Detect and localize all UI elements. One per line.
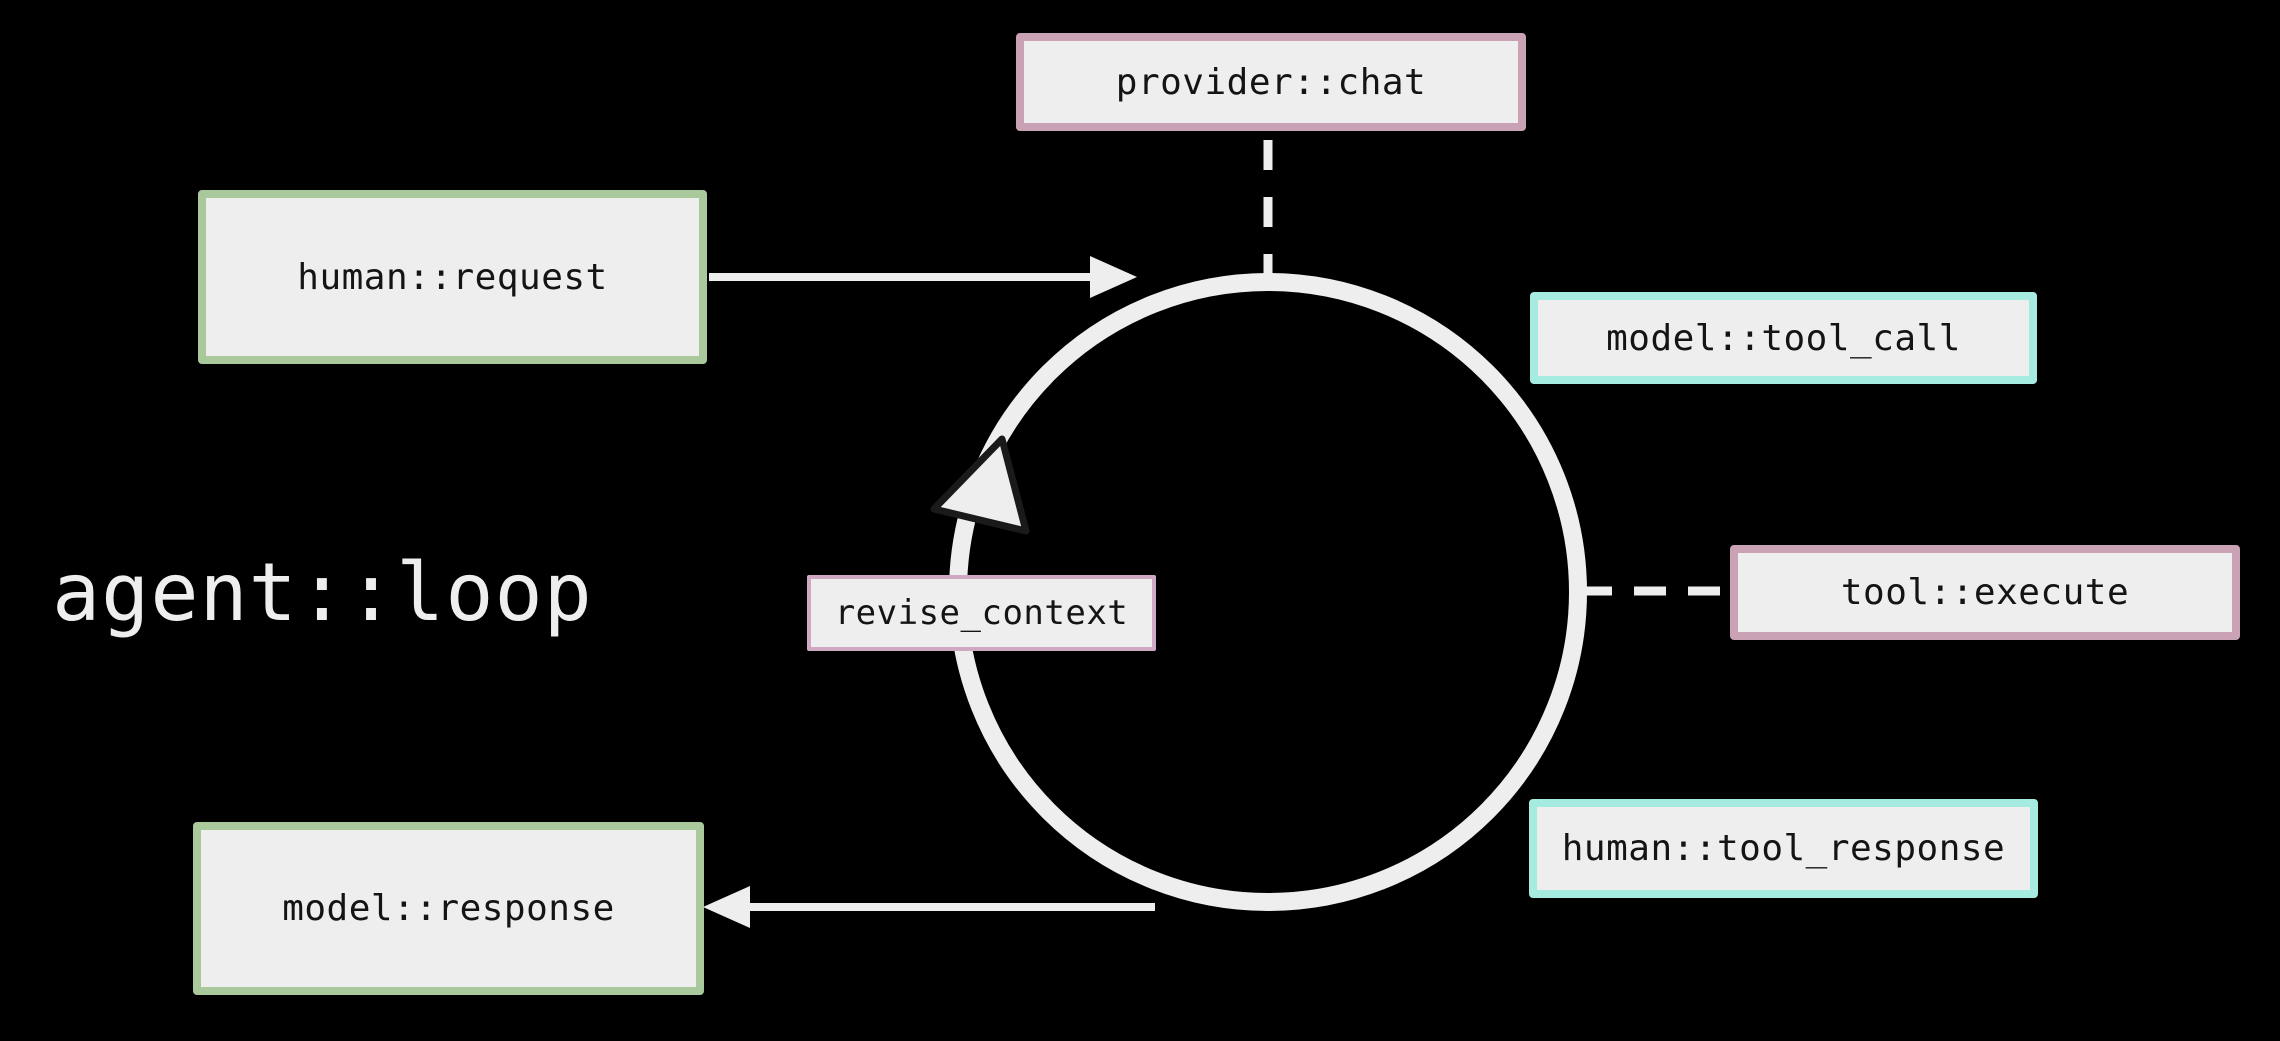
- node-provider-chat: provider::chat: [1016, 33, 1526, 131]
- node-revise-context-label: revise_context: [834, 593, 1129, 633]
- node-model-response-label: model::response: [282, 888, 615, 929]
- node-model-tool-call-label: model::tool_call: [1606, 317, 1961, 359]
- model-response-arrowhead-icon: [703, 886, 750, 928]
- loop-direction-arrowhead-icon: [930, 435, 1030, 535]
- node-revise-context: revise_context: [807, 575, 1156, 651]
- node-model-tool-call: model::tool_call: [1530, 292, 2037, 384]
- node-provider-chat-label: provider::chat: [1115, 61, 1427, 103]
- node-human-tool-response: human::tool_response: [1529, 799, 2038, 898]
- node-human-request: human::request: [198, 190, 707, 364]
- diagram-title: agent::loop: [52, 546, 593, 639]
- human-request-arrowhead-icon: [1090, 256, 1137, 298]
- node-human-request-label: human::request: [297, 256, 608, 298]
- node-human-tool-response-label: human::tool_response: [1561, 828, 2006, 869]
- node-tool-execute: tool::execute: [1730, 545, 2240, 640]
- node-model-response: model::response: [193, 822, 704, 995]
- node-tool-execute-label: tool::execute: [1840, 572, 2130, 613]
